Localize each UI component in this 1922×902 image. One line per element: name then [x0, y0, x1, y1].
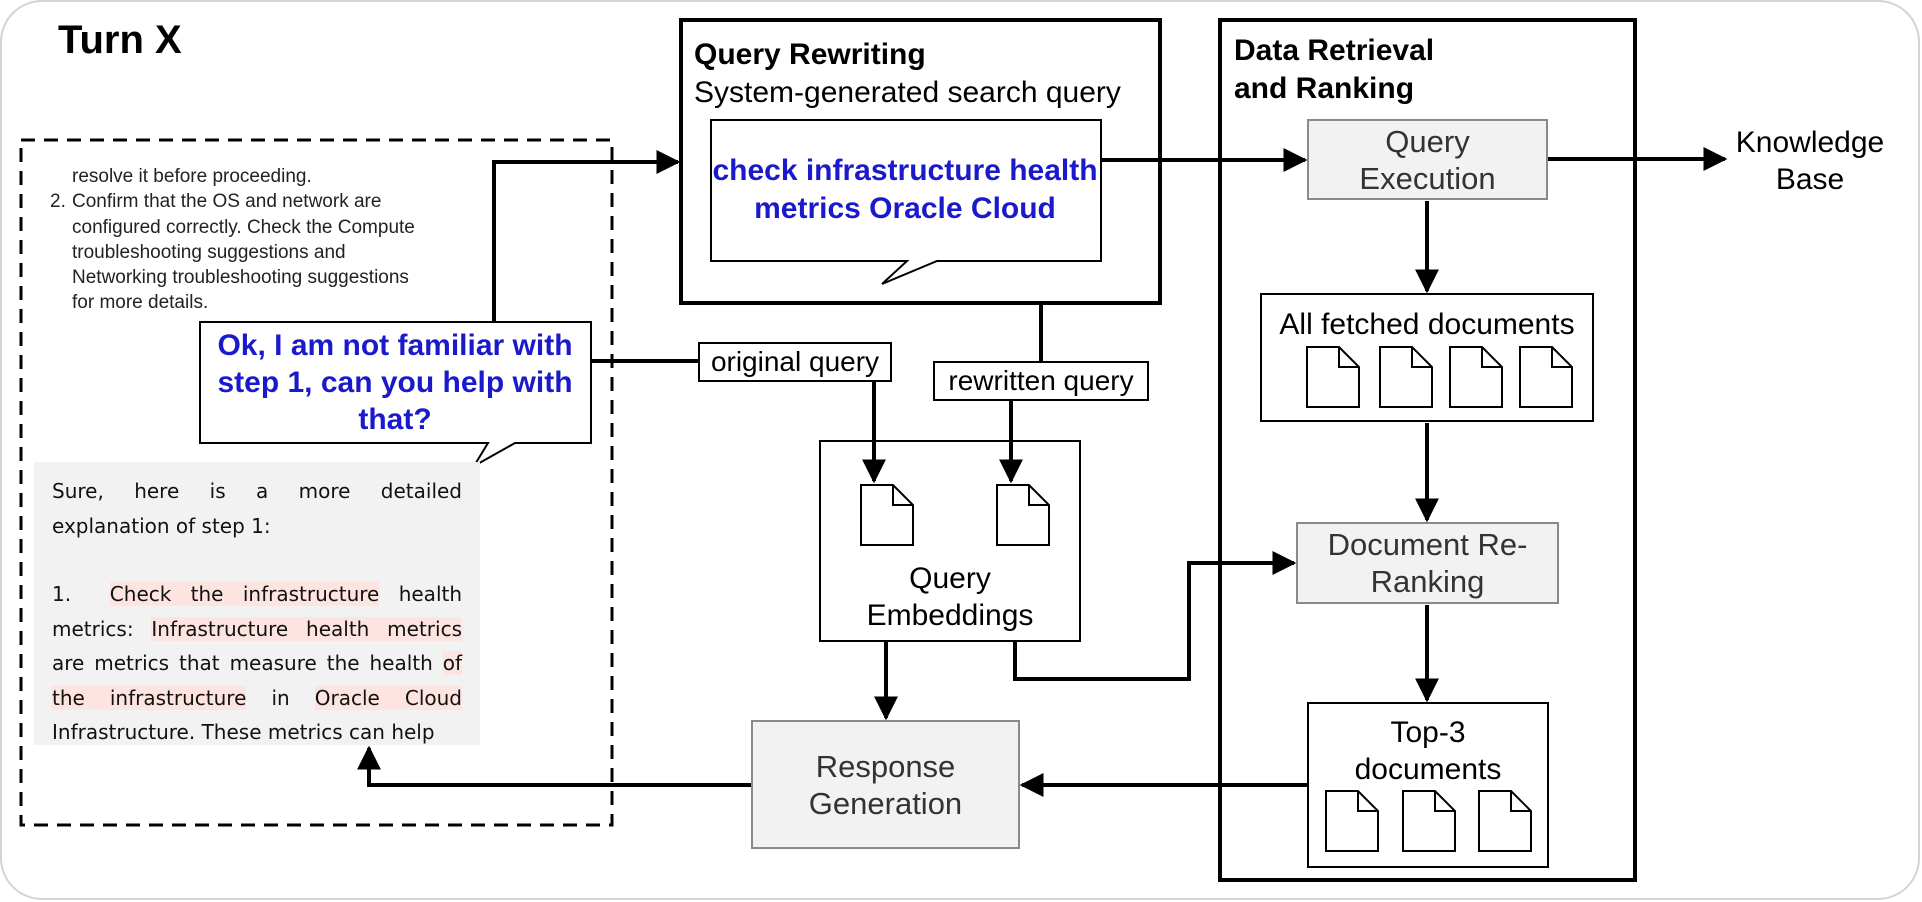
reply-text: in [246, 685, 315, 710]
reply-item-number: 1. [52, 582, 72, 606]
query-rewriting-title: Query Rewriting [694, 38, 926, 71]
reply-intro: Sure, here is a more detailed explanatio… [52, 479, 462, 538]
conversation-context: resolve it before proceeding. 2. Confirm… [50, 164, 460, 316]
reranking-box [1296, 522, 1559, 604]
arrow-embeddings-to-reranking [1013, 551, 1297, 681]
user-query-bubble [199, 321, 592, 469]
context-line: resolve it before proceeding. [72, 166, 312, 187]
reply-text: health metrics: [52, 582, 463, 641]
context-line: Networking troubleshooting suggestions [72, 267, 409, 289]
reply-text: are metrics that measure the health [52, 651, 443, 675]
data-retrieval-title-line2: and Ranking [1234, 72, 1415, 105]
turn-title: Turn X [58, 18, 182, 62]
highlight: Oracle Cloud [314, 685, 462, 710]
rewritten-query-bubble [710, 119, 1102, 285]
top3-label: Top-3 documents [1354, 716, 1502, 786]
query-embeddings-label: Query Embeddings [866, 562, 1034, 632]
reply-item: 1. Check the infrastructure health metri… [52, 577, 462, 745]
context-item-2: 2. Confirm that the OS and network are [50, 189, 460, 214]
highlight: Infrastructure health metrics [151, 616, 462, 641]
reranking-label: Document Re-Ranking [1327, 527, 1528, 599]
data-retrieval-title-line1: Data Retrieval [1234, 34, 1435, 67]
response-generation-label: Response Generation [808, 748, 963, 821]
original-query-label: original query [698, 342, 892, 382]
query-execution-label: Query Execution [1359, 123, 1496, 196]
context-line: troubleshooting suggestions and [72, 241, 346, 263]
system-reply: Sure, here is a more detailed explanatio… [34, 462, 480, 745]
query-rewriting-subtitle: System-generated search query [694, 76, 1121, 109]
rewritten-query-text: check infrastructure health metrics Orac… [712, 154, 1098, 225]
arrow-response-to-conversation [357, 745, 751, 787]
user-query-text: Ok, I am not familiar with step 1, can y… [217, 328, 573, 436]
highlight: Check the infrastructure [109, 582, 380, 606]
context-line: configured correctly. Check the Compute [72, 216, 415, 238]
rewritten-query-label: rewritten query [933, 361, 1149, 401]
context-line: Confirm that the OS and network are [72, 191, 382, 213]
context-item-number: 2. [50, 191, 66, 213]
context-line: for more details. [72, 292, 209, 314]
conversation-turn-box [19, 138, 614, 827]
response-generation-box [751, 720, 1020, 849]
query-execution-box [1307, 119, 1548, 200]
knowledge-base-label: Knowledge Base [1735, 126, 1885, 196]
reply-text: Infrastructure. These metrics can help [52, 720, 435, 744]
arrow-to-query-rewriting [492, 150, 681, 322]
all-fetched-label: All fetched documents [1279, 307, 1575, 341]
